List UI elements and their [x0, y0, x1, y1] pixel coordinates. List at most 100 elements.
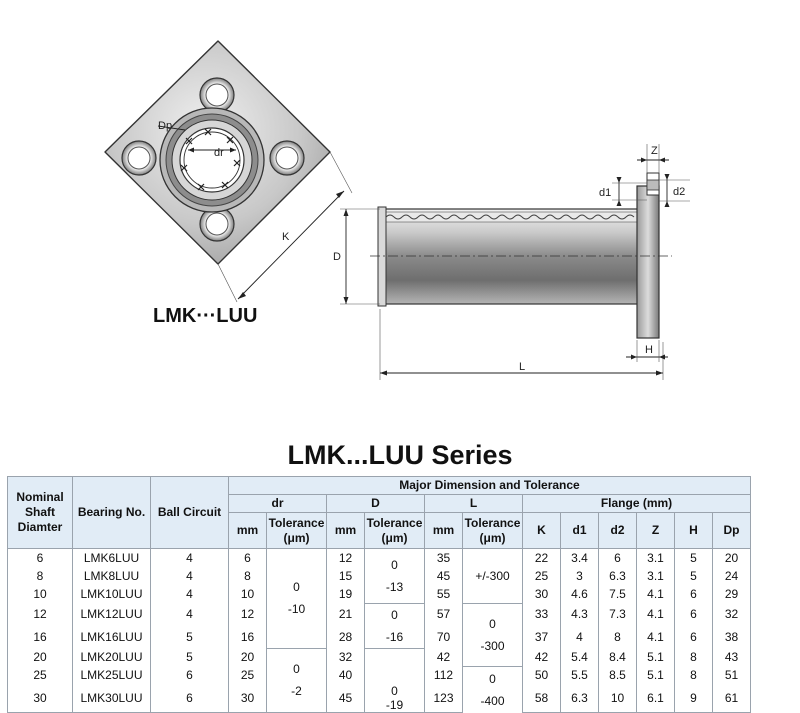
cell-h: 8	[674, 648, 713, 666]
cell-h: 6	[674, 625, 713, 648]
cell-dr: 6	[228, 548, 267, 567]
cell-k: 30	[522, 585, 561, 603]
cell-d1: 5.5	[560, 666, 599, 684]
side-view: D L H Z d1 d2	[333, 144, 690, 380]
tolerance-upper: 0	[391, 684, 398, 698]
cell-d2: 7.3	[598, 603, 637, 626]
cell-bearing: LMK30LUU	[72, 684, 151, 713]
cell-d: 40	[326, 666, 365, 684]
cell-shaft: 10	[7, 585, 73, 603]
cell-d2: 8	[598, 625, 637, 648]
cell-shaft: 30	[7, 684, 73, 713]
h-label: H	[645, 344, 653, 356]
tolerance-lower: -2	[291, 684, 302, 699]
header-d-tolerance: Tolerance (μm)	[364, 512, 425, 549]
bearing-tube	[379, 208, 639, 305]
l-tolerance-group-2: 0 -300	[462, 603, 523, 667]
tolerance-upper: 0	[293, 662, 300, 677]
cell-d: 45	[326, 684, 365, 713]
cell-bearing: LMK6LUU	[72, 548, 151, 567]
header-l-tolerance: Tolerance (μm)	[462, 512, 523, 549]
header-d2: d2	[598, 512, 637, 549]
cell-bearing: LMK8LUU	[72, 567, 151, 585]
cell-shaft: 20	[7, 648, 73, 666]
cell-z: 3.1	[636, 567, 675, 585]
cell-bearing: LMK10LUU	[72, 585, 151, 603]
cell-dp: 24	[712, 567, 751, 585]
cell-dr: 25	[228, 666, 267, 684]
cell-dp: 32	[712, 603, 751, 626]
cell-d: 12	[326, 548, 365, 567]
cell-circuit: 4	[150, 567, 229, 585]
tolerance-upper: 0	[489, 671, 496, 686]
cell-z: 5.1	[636, 648, 675, 666]
d-label: D	[333, 251, 341, 263]
cell-h: 5	[674, 548, 713, 567]
cell-d1: 5.4	[560, 648, 599, 666]
header-dr: dr	[228, 494, 327, 513]
cell-dp: 43	[712, 648, 751, 666]
tolerance-upper: 0	[391, 557, 398, 572]
cell-dr: 12	[228, 603, 267, 626]
cell-z: 4.1	[636, 603, 675, 626]
d-tolerance-blank	[364, 648, 425, 684]
cell-dp: 29	[712, 585, 751, 603]
header-dp: Dp	[712, 512, 751, 549]
cell-k: 22	[522, 548, 561, 567]
cell-dp: 51	[712, 666, 751, 684]
flange-side	[636, 185, 660, 339]
cell-shaft: 12	[7, 603, 73, 626]
header-dr-tolerance: Tolerance (μm)	[266, 512, 327, 549]
d2-label: d2	[673, 186, 685, 198]
cell-dp: 20	[712, 548, 751, 567]
cell-dp: 38	[712, 625, 751, 648]
cell-shaft: 8	[7, 567, 73, 585]
cell-z: 5.1	[636, 666, 675, 684]
cell-z: 4.1	[636, 585, 675, 603]
d-tolerance-group-3: 0 -19	[364, 684, 425, 713]
cell-k: 25	[522, 567, 561, 585]
cell-h: 6	[674, 585, 713, 603]
header-l: L	[424, 494, 523, 513]
cell-dr: 10	[228, 585, 267, 603]
cell-d: 28	[326, 625, 365, 648]
cell-d: 19	[326, 585, 365, 603]
cell-h: 5	[674, 567, 713, 585]
cell-d1: 4.3	[560, 603, 599, 626]
cell-l: 42	[424, 648, 463, 666]
cell-d1: 3.4	[560, 548, 599, 567]
header-d1: d1	[560, 512, 599, 549]
table-row: 6 LMK6LUU 4 6 0 -10 12 0 -13 35 +/-300 2…	[7, 548, 751, 649]
header-dr-mm: mm	[228, 512, 267, 549]
cell-bearing: LMK16LUU	[72, 625, 151, 648]
cell-k: 37	[522, 625, 561, 648]
cell-k: 58	[522, 684, 561, 713]
table-row: 20 LMK20LUU 5 20 0 -2 32 42 42 5.4 8.4 5…	[7, 648, 751, 713]
model-label: LMK···LUU	[153, 305, 257, 327]
cell-k: 42	[522, 648, 561, 666]
cell-d1: 4.6	[560, 585, 599, 603]
cell-d2: 6.3	[598, 567, 637, 585]
cell-bearing: LMK25LUU	[72, 666, 151, 684]
header-nominal-shaft: Nominal Shaft Diamter	[7, 476, 73, 549]
spec-table: Nominal Shaft Diamter Bearing No. Ball C…	[7, 476, 751, 713]
cell-d2: 8.4	[598, 648, 637, 666]
d1-label: d1	[599, 187, 611, 199]
tolerance-lower: -300	[480, 638, 505, 653]
cell-k: 33	[522, 603, 561, 626]
tolerance-lower: -13	[385, 579, 404, 594]
cell-h: 6	[674, 603, 713, 626]
z-label: Z	[651, 145, 658, 157]
cell-circuit: 4	[150, 603, 229, 626]
cell-circuit: 4	[150, 585, 229, 603]
header-flange: Flange (mm)	[522, 494, 751, 513]
table-row: 8 LMK8LUU 4 8 15 45 25 3 6.3 3.1 5 24	[7, 567, 751, 585]
cell-circuit: 6	[150, 684, 229, 713]
l-tolerance-group-1: +/-300	[462, 548, 523, 604]
tolerance-upper: 0	[489, 616, 496, 631]
header-major-dimension: Major Dimension and Tolerance	[228, 476, 751, 495]
cell-l: 45	[424, 567, 463, 585]
table-row: 10 LMK10LUU 4 10 19 55 30 4.6 7.5 4.1 6 …	[7, 585, 751, 603]
inner-bore	[179, 127, 245, 193]
cell-d2: 10	[598, 684, 637, 713]
